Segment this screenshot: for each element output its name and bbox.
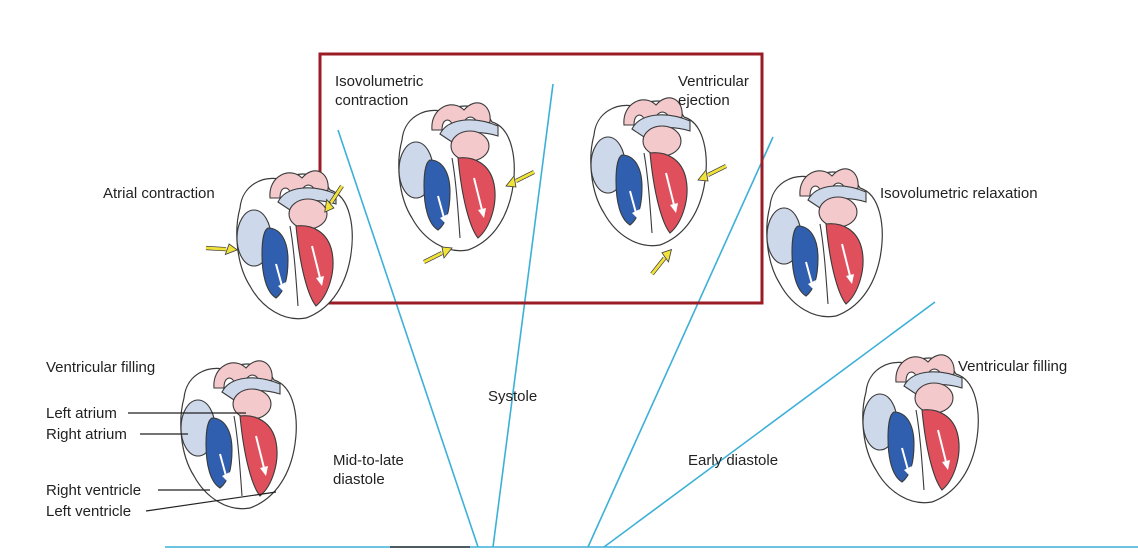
label-right-atrium: Right atrium xyxy=(46,426,127,443)
label-ventricular-ejection-2: ejection xyxy=(678,92,730,109)
divider-line-2 xyxy=(492,83,554,548)
label-ventricular-filling-left: Ventricular filling xyxy=(46,359,156,376)
label-mid-to-late-diastole-2: diastole xyxy=(333,471,385,488)
divider-line-4 xyxy=(603,301,936,548)
label-systole: Systole xyxy=(488,388,538,405)
label-left-atrium: Left atrium xyxy=(46,405,117,422)
label-ventricular-ejection-1: Ventricular xyxy=(678,73,749,90)
label-isovolumetric-contraction-2: contraction xyxy=(335,92,409,109)
label-left-ventricle: Left ventricle xyxy=(46,503,132,520)
divider-line-3 xyxy=(587,136,774,548)
label-isovolumetric-contraction-1: Isovolumetric xyxy=(335,73,424,90)
label-mid-to-late-diastole-1: Mid-to-late xyxy=(333,452,404,469)
label-right-ventricle: Right ventricle xyxy=(46,482,142,499)
label-early-diastole: Early diastole xyxy=(688,452,779,469)
divider-line-1 xyxy=(337,129,479,548)
label-atrial-contraction: Atrial contraction xyxy=(103,185,215,202)
leader-left-ventricle xyxy=(145,491,277,512)
label-ventricular-filling-right: Ventricular filling xyxy=(958,358,1068,375)
label-isovolumetric-relaxation: Isovolumetric relaxation xyxy=(880,185,1038,202)
